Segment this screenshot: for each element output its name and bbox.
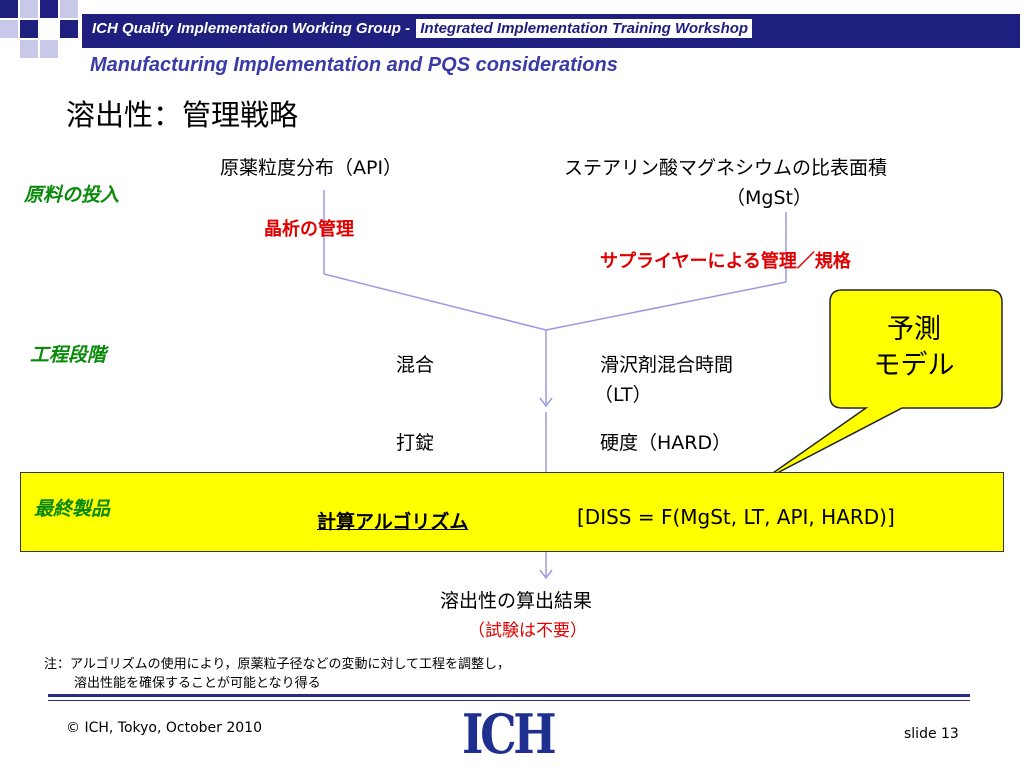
footnote-line2: 溶出性能を確保することが可能となり得る: [74, 676, 321, 691]
algorithm-label: 計算アルゴリズム: [317, 511, 469, 533]
process-mixing: 混合: [396, 354, 435, 376]
result-line1: 溶出性の算出結果: [440, 590, 593, 612]
process-hardness: 硬度（HARD）: [600, 432, 732, 454]
callout-line2: モデル: [873, 350, 955, 381]
slide-number: slide 13: [904, 726, 959, 742]
stage-raw-material: 原料の投入: [24, 184, 120, 206]
input-mgst-line1: ステアリン酸マグネシウムの比表面積: [564, 157, 888, 179]
callout-line1: 予測: [887, 314, 941, 345]
header-left-text: ICH Quality Implementation Working Group…: [92, 20, 415, 37]
callout-text: 予測 モデル: [828, 312, 1000, 384]
process-lubricant-line1: 滑沢剤混合時間: [600, 354, 734, 376]
final-product-box: [20, 472, 1004, 552]
corner-decoration: [0, 0, 82, 80]
page-title: 溶出性：管理戦略: [66, 98, 299, 132]
footer-rule-thick: [48, 694, 970, 697]
formula: [DISS = F(MgSt, LT, API, HARD)]: [577, 505, 895, 529]
result-line2: （試験は不要）: [468, 621, 587, 641]
ich-logo: ICH: [462, 702, 557, 766]
stage-process: 工程段階: [30, 344, 107, 366]
stage-final-product: 最終製品: [34, 498, 111, 520]
footnote: 注：アルゴリズムの使用により，原薬粒子径などの変動に対して工程を調整し， 溶出性…: [44, 655, 510, 693]
input-mgst-line2: （MgSt）: [726, 187, 812, 209]
footnote-line1: 注：アルゴリズムの使用により，原薬粒子径などの変動に対して工程を調整し，: [44, 657, 511, 672]
process-lubricant-line2: （LT）: [594, 384, 652, 406]
copyright: © ICH, Tokyo, October 2010: [66, 720, 262, 736]
header-right-text: Integrated Implementation Training Works…: [420, 20, 749, 37]
slide-subtitle: Manufacturing Implementation and PQS con…: [90, 54, 618, 76]
footer-rule-thin: [48, 700, 970, 701]
mgst-control-label: サプライヤーによる管理／規格: [600, 251, 851, 272]
api-control-label: 晶析の管理: [264, 219, 354, 240]
header-text: ICH Quality Implementation Working Group…: [92, 19, 753, 38]
callout-bubble: [759, 289, 1003, 483]
process-tableting: 打錠: [396, 432, 435, 454]
input-api: 原薬粒度分布（API）: [220, 157, 403, 179]
